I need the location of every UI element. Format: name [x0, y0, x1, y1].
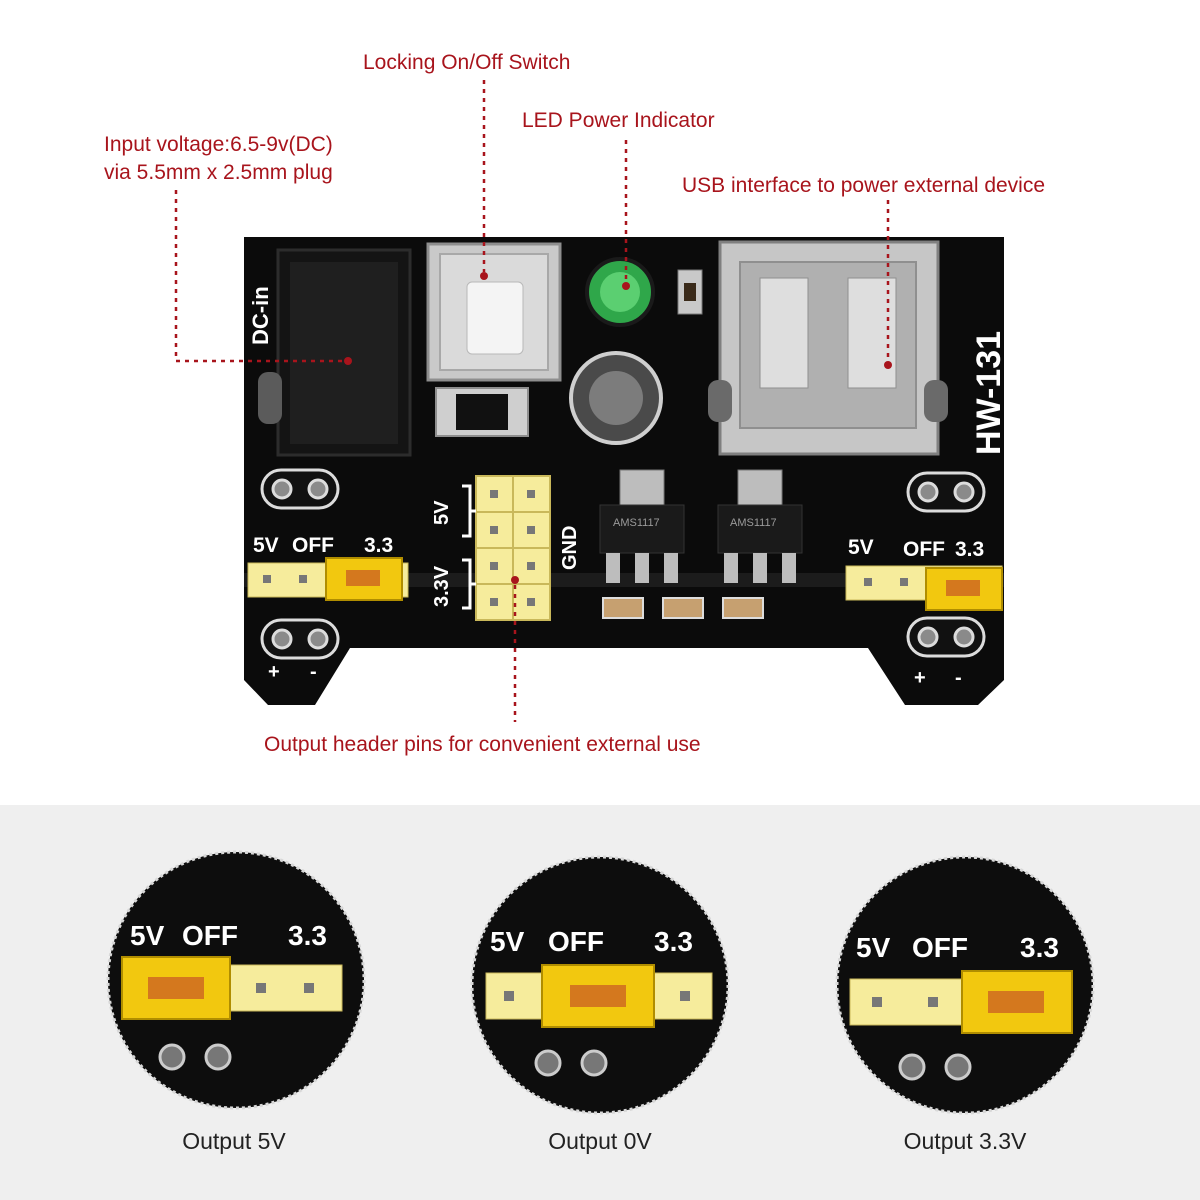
center-output-header [475, 475, 551, 621]
callout-lines [174, 80, 890, 722]
left-off-label: OFF [292, 534, 334, 557]
left-jumper [325, 557, 403, 601]
caption-output-33v: Output 3.3V [903, 1128, 1027, 1154]
smd-capacitors [602, 597, 764, 619]
header-5v-label: 5V [431, 500, 453, 525]
header-33v-label: 3.3V [431, 565, 453, 607]
zoom-33v: 5V OFF 3.3 [835, 855, 1095, 1115]
left-minus-label: - [310, 661, 317, 683]
zoom1-33-label: 3.3 [288, 920, 327, 951]
right-33-label: 3.3 [955, 538, 984, 561]
left-33-label: 3.3 [364, 534, 393, 557]
callout-usb: USB interface to power external device [682, 174, 1046, 197]
callout-input-line1: Input voltage:6.5-9v(DC) [104, 133, 333, 156]
caption-output-0v: Output 0V [548, 1128, 652, 1154]
regulator-1-label: AMS1117 [613, 517, 660, 529]
zoom2-5v-label: 5V [490, 926, 525, 957]
zoom3-33-label: 3.3 [1020, 932, 1059, 963]
right-5v-label: 5V [848, 536, 874, 559]
usb-port [708, 240, 948, 456]
callout-led: LED Power Indicator [522, 109, 715, 132]
zoom-0v: 5V OFF 3.3 [470, 855, 730, 1115]
zoom1-5v-label: 5V [130, 920, 165, 951]
left-rail-header [247, 557, 409, 601]
left-plus-label: + [268, 661, 280, 683]
model-label: HW-131 [970, 331, 1008, 455]
zoom-circles: 5V OFF 3.3 5V OFF 3.3 5V OFF 3.3 [106, 850, 1095, 1115]
zoom1-off-label: OFF [182, 920, 238, 951]
callout-header-pins: Output header pins for convenient extern… [264, 733, 701, 756]
right-minus-label: - [955, 667, 962, 689]
right-off-label: OFF [903, 538, 945, 561]
callout-dots [344, 272, 892, 584]
regulator-2-label: AMS1117 [730, 517, 777, 529]
right-rail-header [845, 565, 1003, 611]
power-module-board: DC-in HW-131 5V OFF 3.3 + - [174, 80, 1008, 722]
callout-switch: Locking On/Off Switch [363, 51, 571, 74]
zoom2-off-label: OFF [548, 926, 604, 957]
switch-component [426, 242, 562, 437]
zoom-5v: 5V OFF 3.3 [106, 850, 366, 1110]
regulator-1 [599, 469, 685, 583]
dc-label: DC-in [248, 286, 273, 345]
zoom2-33-label: 3.3 [654, 926, 693, 957]
callout-input-line2: via 5.5mm x 2.5mm plug [104, 161, 333, 184]
dc-jack [258, 248, 412, 457]
header-gnd-label: GND [559, 526, 581, 570]
mount-pins [260, 468, 986, 660]
left-5v-label: 5V [253, 534, 279, 557]
right-plus-label: + [914, 667, 926, 689]
caption-output-5v: Output 5V [182, 1128, 286, 1154]
zoom3-off-label: OFF [912, 932, 968, 963]
regulator-2 [717, 469, 803, 583]
zoom3-5v-label: 5V [856, 932, 891, 963]
